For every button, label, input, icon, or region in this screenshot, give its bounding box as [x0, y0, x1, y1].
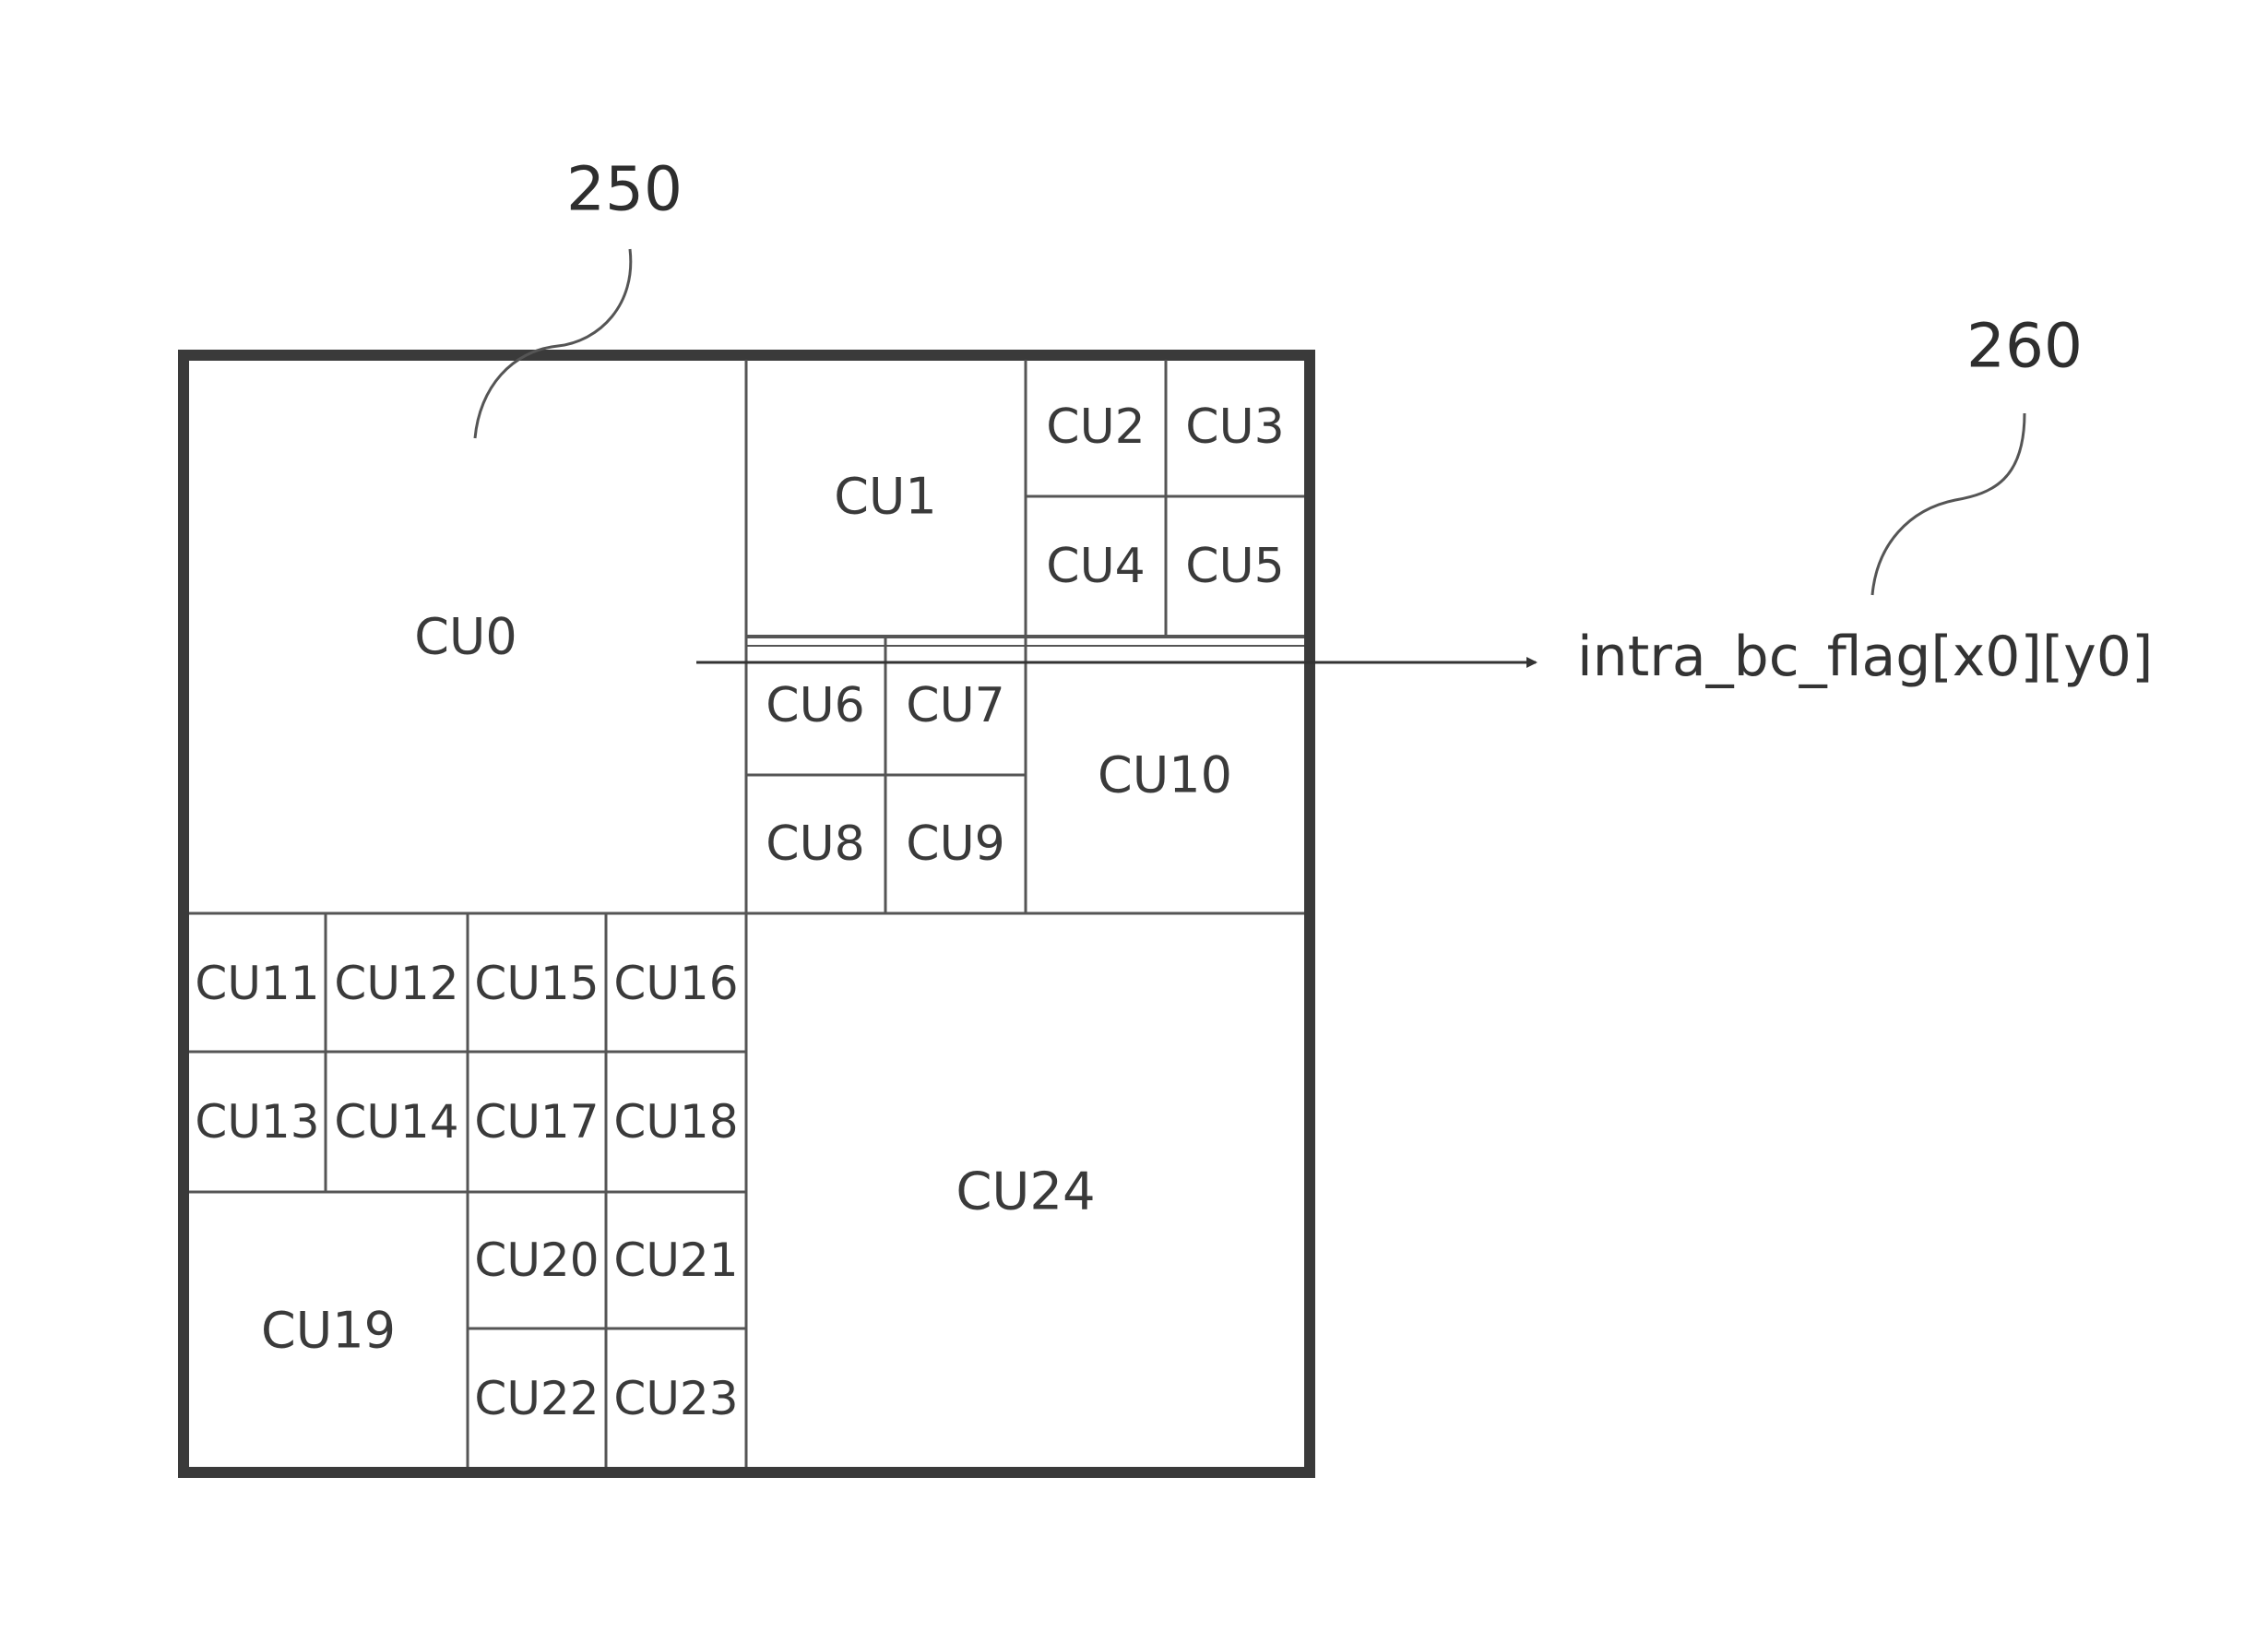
cu-label-9: CU9: [906, 816, 1004, 872]
cu-label-18: CU18: [613, 1095, 738, 1149]
cu-label-1: CU1: [834, 468, 937, 526]
cu-label-0: CU0: [414, 608, 517, 666]
cu-label-5: CU5: [1185, 539, 1284, 594]
cu-label-11: CU11: [195, 957, 319, 1010]
cu-label-8: CU8: [766, 816, 864, 872]
cu-label-22: CU22: [474, 1372, 599, 1425]
cu-label-3: CU3: [1185, 399, 1284, 455]
cu-label-14: CU14: [334, 1095, 458, 1149]
cu-label-23: CU23: [613, 1372, 738, 1425]
cu-label-7: CU7: [906, 678, 1004, 733]
leader-line-260: [1872, 413, 2025, 595]
cu-label-24: CU24: [956, 1162, 1095, 1222]
cu-label-2: CU2: [1046, 399, 1145, 455]
cu-label-13: CU13: [195, 1095, 319, 1149]
cu-label-6: CU6: [766, 678, 864, 733]
cu-label-4: CU4: [1046, 539, 1145, 594]
cu-label-21: CU21: [613, 1233, 738, 1287]
cu-label-17: CU17: [474, 1095, 599, 1149]
cu-label-19: CU19: [261, 1302, 396, 1360]
cu-label-10: CU10: [1098, 746, 1232, 804]
block-reference-label: 250: [566, 154, 683, 225]
flag-reference-label: 260: [1966, 311, 2083, 382]
cu-label-20: CU20: [474, 1233, 599, 1287]
cu-label-12: CU12: [334, 957, 458, 1010]
intra-bc-flag-label: intra_bc_flag[x0][y0]: [1577, 625, 2153, 689]
cu-label-15: CU15: [474, 957, 599, 1010]
cu-label-16: CU16: [613, 957, 738, 1010]
leader-line-250: [475, 249, 631, 438]
